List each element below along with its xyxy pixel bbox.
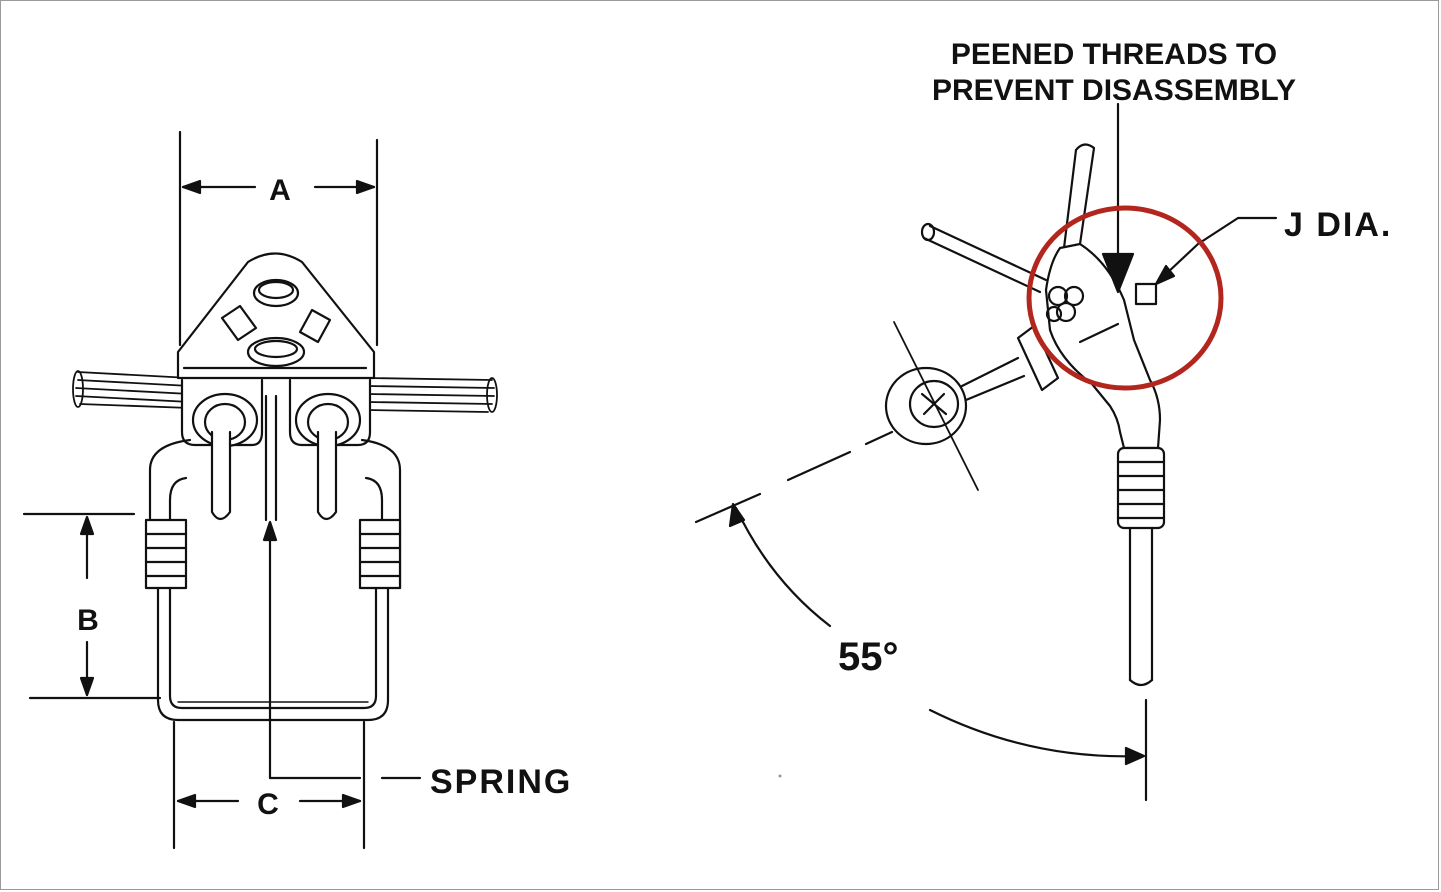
label-peened-line1: PEENED THREADS TO: [951, 38, 1277, 71]
cable: [72, 370, 498, 413]
upper-tube: [920, 222, 1048, 294]
label-dim-b: B: [77, 604, 99, 637]
angle-dimension: [694, 430, 1148, 802]
bottom-stem: [1116, 446, 1166, 687]
label-spring: SPRING: [430, 763, 572, 801]
label-peened-line2: PREVENT DISASSEMBLY: [932, 74, 1296, 107]
peened-threads-leader: [1101, 102, 1135, 294]
label-j-dia: J DIA.: [1284, 206, 1392, 244]
label-angle: 55°: [838, 635, 899, 679]
bail-wire: [144, 438, 402, 722]
spring-leader: [262, 520, 422, 780]
label-dim-a: A: [269, 174, 291, 207]
dimension-a: [178, 130, 379, 347]
top-plate: [176, 252, 376, 380]
clamp-body: [180, 378, 372, 522]
side-view: [694, 102, 1278, 802]
label-dim-c: C: [257, 788, 279, 821]
j-dia-leader: [1154, 216, 1278, 286]
dimension-b: [22, 512, 162, 700]
highlight-circle: [1026, 205, 1224, 391]
handle-arm: [1062, 143, 1096, 250]
side-body: [1044, 242, 1162, 450]
front-view: [22, 130, 498, 850]
eye-bolt: [884, 321, 1060, 491]
dimension-c: [172, 720, 366, 850]
